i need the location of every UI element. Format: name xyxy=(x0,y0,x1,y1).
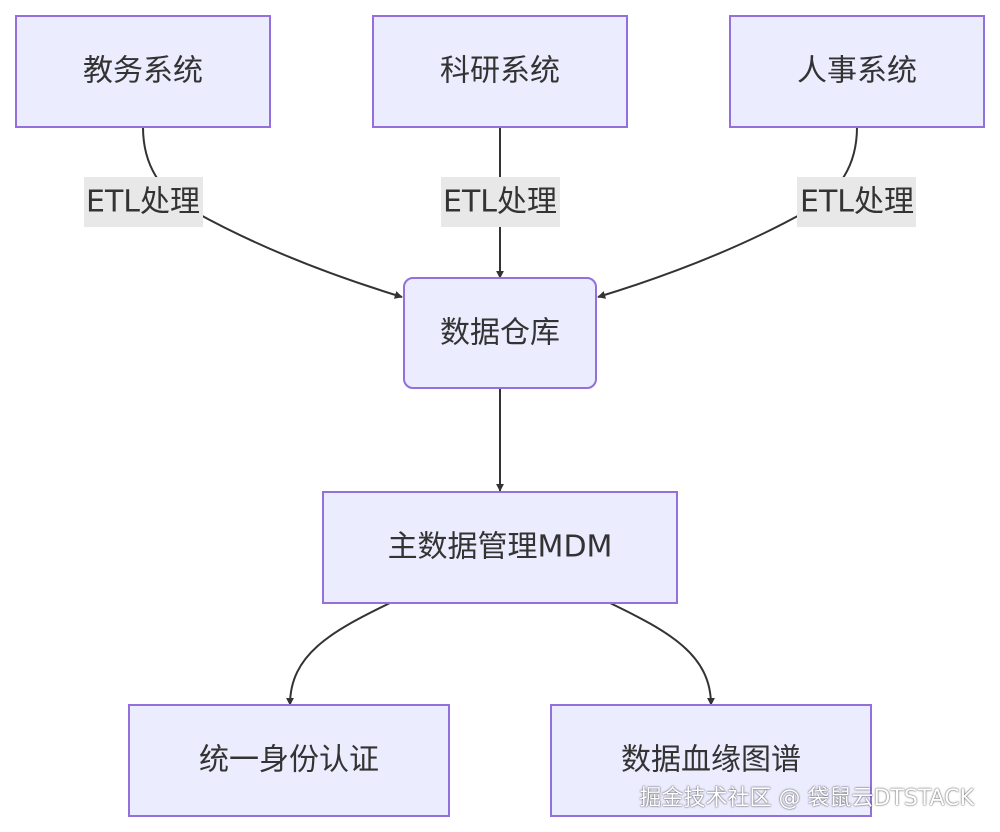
edge-academic-to-warehouse xyxy=(142,126,403,299)
edge-mdm-to-identity xyxy=(286,602,391,706)
node-label: 教务系统 xyxy=(83,54,203,89)
node-unified-identity-auth[interactable]: 统一身份认证 xyxy=(128,704,450,817)
node-master-data-management[interactable]: 主数据管理MDM xyxy=(322,491,678,604)
edge-hr-to-warehouse xyxy=(597,126,858,299)
edge-label-text: ETL处理 xyxy=(86,185,200,220)
node-academic-system[interactable]: 教务系统 xyxy=(15,15,271,128)
node-label: 数据仓库 xyxy=(440,316,560,351)
edge-mdm-to-lineage xyxy=(609,602,715,706)
edge-label-text: ETL处理 xyxy=(800,185,914,220)
node-label: 科研系统 xyxy=(440,54,560,89)
edge-label-hr: ETL处理 xyxy=(797,177,916,227)
node-label: 人事系统 xyxy=(797,54,917,89)
node-research-system[interactable]: 科研系统 xyxy=(372,15,628,128)
node-data-lineage-graph[interactable]: 数据血缘图谱 xyxy=(550,704,872,817)
edge-label-text: ETL处理 xyxy=(443,185,557,220)
watermark: 掘金技术社区 @ 袋鼠云DTSTACK xyxy=(639,786,974,811)
node-label: 主数据管理MDM xyxy=(388,530,613,565)
edge-label-research: ETL处理 xyxy=(441,177,560,227)
edge-label-academic: ETL处理 xyxy=(84,177,203,227)
node-label: 数据血缘图谱 xyxy=(621,743,801,778)
node-data-warehouse[interactable]: 数据仓库 xyxy=(403,277,597,389)
node-label: 统一身份认证 xyxy=(199,743,379,778)
node-hr-system[interactable]: 人事系统 xyxy=(729,15,985,128)
